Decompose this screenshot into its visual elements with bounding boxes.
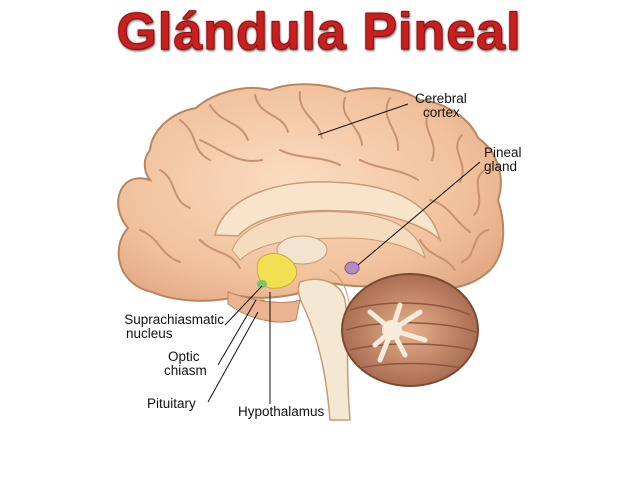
temporal-lobe xyxy=(227,291,301,323)
corpus-callosum xyxy=(214,181,442,243)
brainstem xyxy=(297,278,351,421)
label-hypothalamus: Hypothalamus xyxy=(238,404,325,419)
page-title: Glándula Pineal xyxy=(116,3,522,62)
label-optic-chiasm: Optic chiasm xyxy=(164,349,207,378)
cerebellum xyxy=(341,273,479,387)
pineal-gland-region xyxy=(344,261,360,275)
suprachiasmatic-region xyxy=(257,280,267,288)
label-cerebral-cortex: Cerebral cortex xyxy=(415,91,467,120)
label-suprachiasmatic-nucleus: Suprachiasmatic nucleus xyxy=(124,312,224,341)
label-pituitary: Pituitary xyxy=(147,396,196,411)
hypothalamus-region xyxy=(256,253,298,289)
label-pineal-gland: Pineal gland xyxy=(484,145,522,174)
leader-lines xyxy=(207,103,481,404)
thalamus xyxy=(276,235,328,265)
